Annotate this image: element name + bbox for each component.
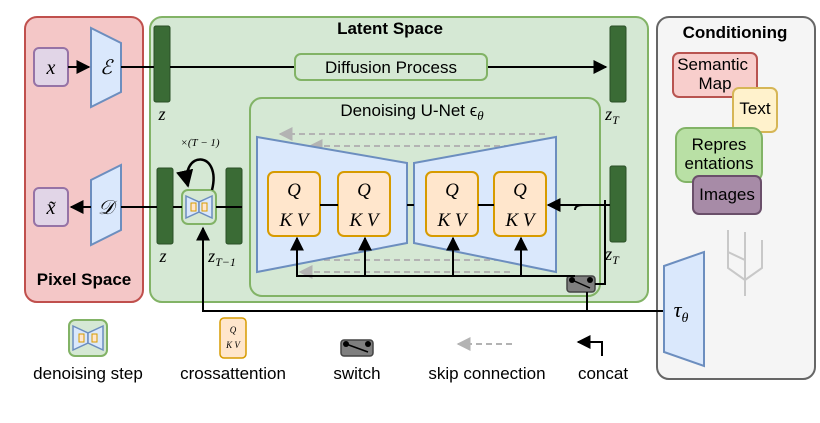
legend-skip-connection-label: skip connection [428, 364, 545, 383]
latent-zT-bar-bottom [609, 165, 627, 243]
legend-denoising-step-label: denoising step [33, 364, 143, 383]
switch-icon [566, 275, 596, 293]
attention-block: Q K V [425, 171, 479, 237]
svg-text:K V: K V [348, 210, 380, 231]
cond-to-step-arrow [196, 226, 665, 312]
x-label: x [46, 57, 56, 79]
legend-concat-label: concat [578, 364, 628, 383]
conditioning-title: Conditioning [683, 23, 788, 42]
svg-text:Q: Q [230, 325, 237, 335]
pixel-space-title: Pixel Space [37, 270, 132, 289]
zTm1-label: zT−1 [207, 246, 236, 269]
decoder-block [90, 163, 122, 247]
svg-text:K V: K V [225, 340, 241, 350]
svg-text:K V: K V [504, 210, 536, 231]
z-out-label: z [158, 246, 166, 266]
latent-zT-bar-top [609, 25, 627, 103]
cond-to-attn1-arrow [290, 236, 575, 277]
encoder-block [90, 26, 122, 109]
loop-label: ×(T − 1) [180, 137, 219, 149]
legend-concat: concat [576, 335, 628, 383]
latent-space-title: Latent Space [337, 19, 443, 38]
decoder-label: 𝒟 [98, 197, 118, 219]
loop-arrow [176, 158, 215, 191]
x-tilde-label: x̃ [46, 197, 56, 219]
conditioning-merge-lines [727, 230, 763, 296]
svg-text:K V: K V [436, 210, 468, 231]
latent-z-bar [153, 25, 171, 103]
output-image-x-tilde [33, 187, 69, 227]
svg-text:Q: Q [445, 180, 459, 201]
svg-text:K V: K V [278, 210, 310, 231]
attention-block: Q K V [493, 171, 547, 237]
diffusion-process-box [294, 53, 488, 81]
svg-text:Q: Q [513, 180, 527, 201]
denoising-step-icon [181, 189, 217, 225]
images-label: Images [699, 185, 755, 204]
svg-text:Q: Q [287, 180, 301, 201]
legend-skip-connection: skip connection [428, 337, 546, 383]
images-box [692, 175, 762, 215]
semantic-map-label: Semantic Map [677, 55, 753, 93]
legend-crossattention-label: crossattention [180, 364, 286, 383]
legend-switch-label: switch [333, 364, 380, 383]
zT-top-label: zT [604, 104, 620, 127]
diffusion-process-label: Diffusion Process [325, 58, 457, 77]
tau-encoder-block [663, 250, 705, 368]
attention-block: Q K V [267, 171, 321, 237]
svg-text:Q: Q [357, 180, 371, 201]
text-label: Text [739, 99, 770, 118]
unet-title: Denoising U-Net ϵθ [340, 101, 484, 123]
legend-denoising-step: denoising step [33, 319, 143, 383]
z-label: z [157, 104, 165, 124]
latent-z-out-bar [156, 167, 174, 245]
switch-to-concat-line [595, 200, 606, 285]
semantic-map-box [672, 52, 758, 98]
tau-label: τθ [674, 297, 689, 326]
legend-crossattention: Q K V crossattention [180, 317, 286, 383]
encoder-label: ℰ [100, 57, 114, 79]
zT-bottom-label: zT [604, 244, 620, 267]
attention-block: Q K V [337, 171, 391, 237]
legend-switch: switch [333, 339, 381, 383]
